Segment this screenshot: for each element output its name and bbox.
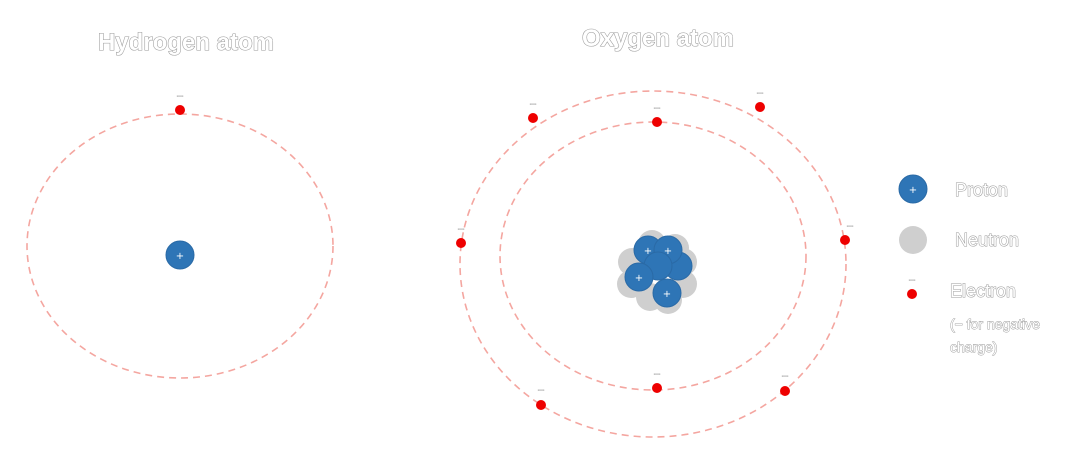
- hydrogen-electron: −: [175, 92, 185, 115]
- oxygen-title: Oxygen atom: [582, 25, 734, 52]
- legend-electron-sign: −: [908, 276, 916, 286]
- hydrogen-title: Hydrogen atom: [98, 29, 274, 56]
- legend-proton-label: Proton: [955, 180, 1008, 200]
- oxygen-proton: [652, 278, 682, 308]
- hydrogen-proton-sign: +: [176, 251, 184, 262]
- oxygen-electron-dot: [456, 238, 466, 248]
- oxygen-outer-orbit: [459, 90, 847, 438]
- legend-neutron: Neutron: [899, 226, 1020, 254]
- hydrogen-electron-sign: −: [176, 92, 184, 102]
- oxygen-electron-sign: −: [756, 89, 764, 99]
- oxygen-electron-dot: [652, 383, 662, 393]
- legend-neutron-label: Neutron: [955, 230, 1019, 250]
- legend-neutron-icon: [899, 226, 927, 254]
- oxygen-electron-sign: −: [529, 100, 537, 110]
- oxygen-outer-electrons: − − − − − −: [456, 89, 854, 410]
- oxygen-electron-sign: −: [537, 386, 545, 396]
- legend-electron-note-line2: charge): [950, 339, 997, 355]
- legend: + Proton Neutron − Electron (− for negat…: [898, 174, 1041, 355]
- oxygen-electron-dot: [780, 386, 790, 396]
- oxygen-electron-sign: −: [846, 222, 854, 232]
- hydrogen-atom: Hydrogen atom + −: [26, 28, 334, 379]
- oxygen-proton: [624, 262, 654, 292]
- oxygen-electron-sign: −: [457, 225, 465, 235]
- oxygen-nucleus: + + + +: [617, 230, 697, 314]
- oxygen-electron-dot: [840, 235, 850, 245]
- oxygen-electron-dot: [652, 117, 662, 127]
- hydrogen-nucleus: +: [165, 240, 195, 270]
- legend-proton-icon: [898, 174, 928, 204]
- oxygen-electron-sign: −: [653, 104, 661, 114]
- hydrogen-proton: [165, 240, 195, 270]
- oxygen-proton-sign: +: [635, 273, 643, 284]
- oxygen-electron-dot: [536, 400, 546, 410]
- oxygen-atom: Oxygen atom + + + + −: [456, 24, 854, 438]
- oxygen-electron-dot: [755, 102, 765, 112]
- legend-electron-icon: [907, 289, 917, 299]
- legend-proton-sign: +: [909, 185, 917, 196]
- hydrogen-electron-dot: [175, 105, 185, 115]
- legend-electron: − Electron (− for negative charge): [907, 276, 1041, 355]
- oxygen-proton-sign: +: [644, 246, 652, 257]
- legend-electron-note-line1: (− for negative: [950, 316, 1040, 332]
- legend-proton: + Proton: [898, 174, 1009, 204]
- oxygen-electron-sign: −: [653, 370, 661, 380]
- legend-electron-label: Electron: [950, 281, 1016, 301]
- oxygen-proton-sign: +: [664, 246, 672, 257]
- oxygen-electron-sign: −: [781, 372, 789, 382]
- oxygen-proton-sign: +: [663, 289, 671, 300]
- oxygen-inner-electrons: − −: [652, 104, 662, 393]
- oxygen-electron-dot: [528, 113, 538, 123]
